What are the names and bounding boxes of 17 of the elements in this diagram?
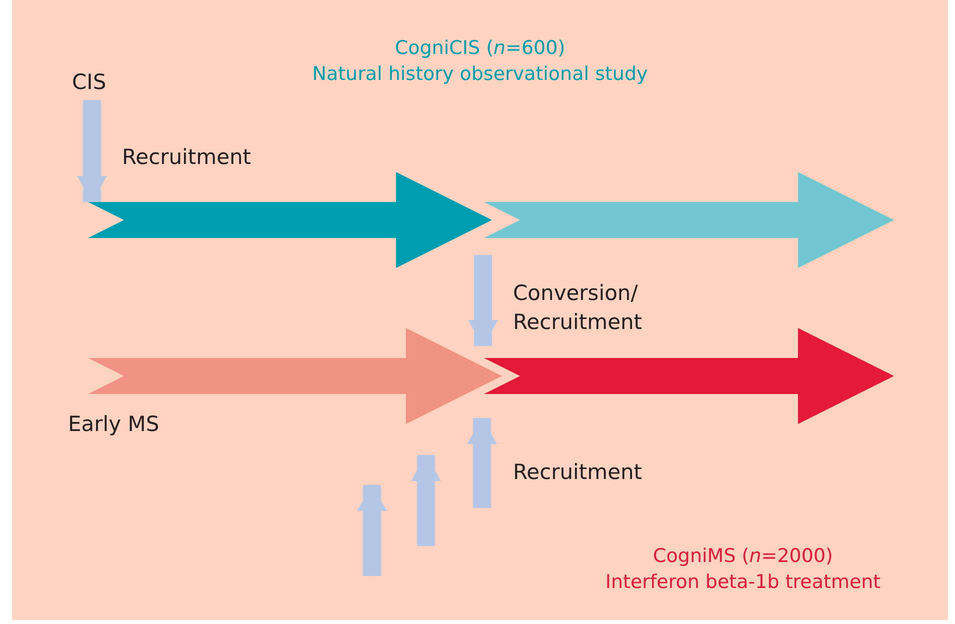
recruitment-arrow bbox=[468, 255, 498, 346]
edge-label: Conversion/ Recruitment bbox=[513, 280, 644, 336]
edge-label: Recruitment bbox=[122, 144, 252, 171]
stage-label: CIS bbox=[72, 68, 122, 100]
study-title: CogniMS (n=2000) bbox=[653, 544, 833, 569]
edge-label: Recruitment bbox=[513, 459, 642, 486]
chevron-arrow bbox=[484, 328, 894, 424]
study-description: Interferon beta-1b treatment bbox=[605, 570, 881, 595]
recruitment-arrow bbox=[357, 485, 387, 576]
recruitment-arrow bbox=[411, 455, 441, 546]
stage-label: Early MS bbox=[68, 411, 160, 438]
recruitment-arrow bbox=[467, 418, 497, 508]
chevron-arrow bbox=[88, 172, 492, 268]
chevron-arrow bbox=[484, 172, 894, 268]
study-title: CogniCIS (n=600) bbox=[394, 36, 566, 61]
recruitment-arrow bbox=[77, 100, 107, 202]
study-description: Natural history observational study bbox=[312, 62, 648, 87]
